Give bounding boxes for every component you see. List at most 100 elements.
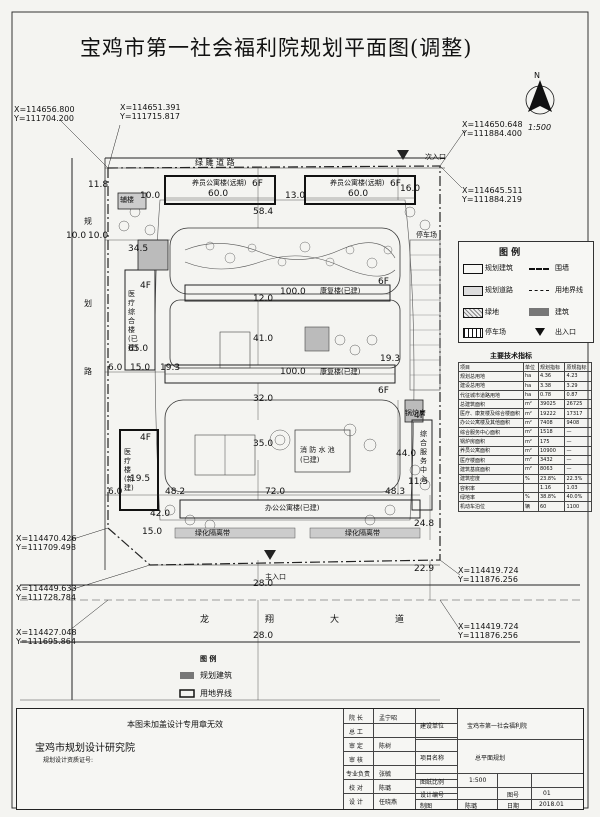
table-cell: 10900 [537, 445, 566, 456]
dim-48-2: 48.2 [165, 487, 186, 497]
dim-19-5: 19.5 [130, 474, 151, 484]
scale-value: 1:500 [469, 777, 487, 784]
table-row: 绿地率%38.8%40.0% [458, 492, 592, 503]
table-cell: ha [523, 389, 539, 401]
table-cell: 锅炉房面积 [458, 436, 524, 447]
table-cell: 原规指标 [564, 361, 592, 373]
rehab-south-label: 康复楼(已建) [320, 368, 361, 376]
table-cell: m² [523, 464, 539, 475]
project-label: 项目名称 [420, 755, 445, 762]
table-cell: 7408 [537, 417, 566, 429]
aux-label: 辅楼 [120, 196, 134, 204]
south-road-label-2: 翔 [265, 615, 275, 625]
table-cell: ha [523, 371, 539, 382]
office-label: 办公公寓楼(已建) [265, 504, 320, 512]
service-center-label: 综合服务中心 [420, 430, 427, 483]
table-cell: 规划指标 [537, 361, 566, 373]
name-5: 陈璐 [379, 785, 392, 792]
table-cell: 养员公寓面积 [458, 445, 524, 456]
legend-building-swatch [529, 308, 549, 316]
table-cell: 规划总用地 [458, 371, 524, 382]
table-cell: 38.8% [537, 492, 566, 503]
map-legend-boundary: 用地界线 [200, 689, 232, 698]
table-cell: ha [523, 380, 539, 391]
legend-box: 图 例 规划建筑 围墙 规划道路 用地界线 绿地 建筑 停车场 出入口 [458, 241, 594, 343]
table-cell: 17317 [564, 408, 592, 419]
sheet-value: 01 [543, 790, 551, 797]
unit-value: 宝鸡市第一社会福利院 [467, 723, 528, 730]
name-6: 任晓燕 [379, 799, 398, 806]
table-cell: 代征城市道路用地 [458, 389, 524, 401]
role-4: 专业负责 [346, 771, 371, 778]
floors-4b: 4F [140, 433, 151, 443]
table-cell: 19222 [537, 408, 566, 419]
table-cell: m² [523, 399, 539, 410]
date-value: 2018.01 [539, 801, 564, 808]
dim-22-9: 22.9 [414, 564, 435, 574]
legend-gate-icon [535, 328, 545, 336]
south-road-label-3: 大 [330, 615, 340, 625]
dim-34-5: 34.5 [128, 244, 149, 254]
table-cell: 容积率 [458, 482, 524, 494]
table-cell: % [523, 473, 539, 484]
table-cell: 1.16 [537, 482, 566, 494]
table-cell: 4.36 [537, 371, 566, 382]
north-arrow-icon [528, 80, 552, 112]
scale-text: 1:500 [528, 123, 552, 132]
floors-6a: 6F [252, 179, 263, 189]
legend-item-0: 规划建筑 [485, 264, 513, 272]
name-0: 孟宁昭 [379, 715, 398, 722]
table-cell: — [564, 427, 592, 438]
role-3: 审 核 [349, 757, 363, 764]
legend-item-4: 绿地 [485, 308, 499, 316]
dim-19-3b: 19.3 [380, 354, 401, 364]
table-cell: — [564, 454, 592, 466]
dim-35: 35.0 [253, 439, 274, 449]
green-belt-1-label: 绿化隔离带 [195, 529, 230, 537]
name-4: 张毓 [379, 771, 392, 778]
indicators-header-row: 项目单位规划指标原规指标 [458, 361, 592, 373]
fire-pool-label: 消 防 水 池(已建) [300, 446, 335, 464]
table-cell: 0.87 [564, 389, 592, 401]
table-cell: 39025 [537, 399, 566, 410]
dim-60: 60.0 [208, 189, 229, 199]
table-row: 建筑密度%23.8%22.3% [458, 473, 592, 484]
table-cell: — [564, 436, 592, 447]
table-cell: m² [523, 408, 539, 419]
floors-6b: 6F [390, 179, 401, 189]
drawer-value: 陈璐 [465, 803, 478, 810]
legend-boundary-swatch [529, 290, 549, 291]
table-cell: 项目 [458, 361, 524, 373]
number-label: 设计编号 [420, 792, 445, 799]
table-cell: 建筑密度 [458, 473, 524, 484]
role-2: 审 定 [349, 743, 363, 750]
dim-19-3: 19.3 [160, 363, 181, 373]
table-cell: — [564, 464, 592, 475]
dim-28: 28.0 [253, 579, 274, 589]
legend-item-2: 规划道路 [485, 286, 513, 294]
dim-48-3: 48.3 [385, 487, 406, 497]
legend-wall-swatch [529, 268, 549, 270]
table-cell: 1100 [564, 501, 592, 512]
legend-item-7: 出入口 [555, 328, 576, 336]
dim-58-4: 58.4 [253, 207, 274, 217]
table-cell: 绿地率 [458, 492, 524, 503]
main-gate-label: 主入口 [265, 573, 286, 581]
legend-road-swatch [463, 286, 483, 296]
table-cell: 机动车泊位 [458, 501, 524, 512]
date-label: 日期 [507, 803, 520, 810]
project-value: 总平面规划 [475, 755, 506, 762]
table-cell: 1518 [537, 427, 566, 438]
